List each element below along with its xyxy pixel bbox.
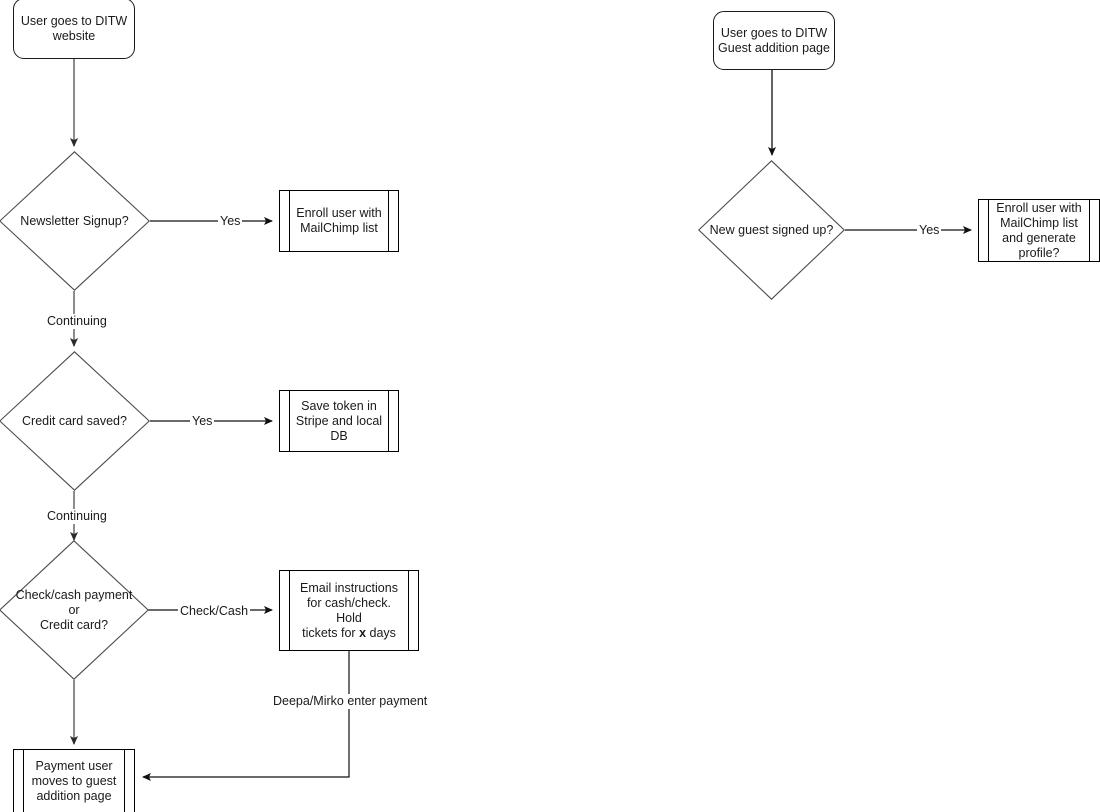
node-label-line2: or — [68, 602, 80, 617]
diamond-shape — [698, 160, 845, 300]
process-bar-left — [289, 391, 290, 451]
node-decision-new-guest-signed-up[interactable]: New guest signed up? — [698, 160, 845, 300]
node-label: Payment user moves to guest addition pag… — [31, 759, 117, 803]
diamond-shape — [0, 351, 150, 491]
node-enroll-user-mailchimp-generate-profile[interactable]: Enroll user with MailChimp list and gene… — [978, 199, 1100, 262]
process-bar-right — [408, 571, 409, 650]
node-label: New guest signed up? — [709, 222, 834, 237]
node-payment-user-moves-guest-addition[interactable]: Payment user moves to guest addition pag… — [13, 749, 135, 812]
edge-label-yes-newguest: Yes — [917, 223, 942, 238]
process-bar-left — [289, 571, 290, 650]
node-label-line3: Credit card? — [39, 617, 109, 632]
edge-label-yes-newsletter: Yes — [218, 214, 243, 229]
node-label-multiline: Email instructions for cash/check. Hold … — [280, 581, 418, 641]
diamond-shape — [0, 540, 149, 680]
edge-email-to-paymentuser — [142, 651, 350, 781]
diamond-shape — [0, 151, 150, 291]
edge-label-deepa-mirko-enter-payment: Deepa/Mirko enter payment — [271, 694, 430, 709]
process-bar-left — [988, 200, 989, 261]
node-label-line3-pre: tickets for — [302, 625, 360, 640]
node-decision-payment-type[interactable]: Check/cash payment or Credit card? — [0, 540, 149, 680]
node-label: Enroll user with MailChimp list — [296, 206, 382, 235]
node-label-line1: Check/cash payment — [15, 587, 133, 602]
process-bar-left — [289, 191, 290, 251]
node-label-line1: Email instructions — [300, 580, 398, 595]
node-label: User goes to DITW Guest addition page — [718, 25, 830, 55]
process-bar-left — [23, 750, 24, 812]
node-label-line2: for cash/check. Hold — [306, 595, 392, 625]
edge-label-continuing-2: Continuing — [45, 509, 109, 524]
process-bar-right — [388, 391, 389, 451]
process-bar-right — [1089, 200, 1090, 261]
node-email-instructions-cash-check[interactable]: Email instructions for cash/check. Hold … — [279, 570, 419, 651]
node-user-goes-to-ditw-guest-addition-page[interactable]: User goes to DITW Guest addition page — [713, 11, 835, 70]
node-label: Enroll user with MailChimp list and gene… — [996, 200, 1082, 260]
process-bar-right — [388, 191, 389, 251]
node-label: Credit card saved? — [22, 413, 127, 428]
node-label-line3-post: days — [366, 625, 396, 640]
node-enroll-user-mailchimp-list[interactable]: Enroll user with MailChimp list — [279, 190, 399, 252]
node-label: User goes to DITW website — [20, 13, 128, 43]
process-bar-right — [124, 750, 125, 812]
node-label-line3-emphasis: x — [359, 625, 367, 640]
node-decision-newsletter-signup[interactable]: Newsletter Signup? — [0, 151, 150, 291]
node-label: Newsletter Signup? — [20, 213, 129, 228]
node-label-multiline: Check/cash payment or Credit card? — [0, 588, 149, 633]
edge-label-continuing-1: Continuing — [45, 314, 109, 329]
node-user-goes-to-ditw-website[interactable]: User goes to DITW website — [13, 0, 135, 59]
node-label: Save token in Stripe and local DB — [295, 398, 383, 443]
edge-label-check-cash: Check/Cash — [178, 604, 251, 619]
node-decision-credit-card-saved[interactable]: Credit card saved? — [0, 351, 150, 491]
node-save-token-stripe-local-db[interactable]: Save token in Stripe and local DB — [279, 390, 399, 452]
edge-label-yes-creditcard: Yes — [190, 414, 215, 429]
